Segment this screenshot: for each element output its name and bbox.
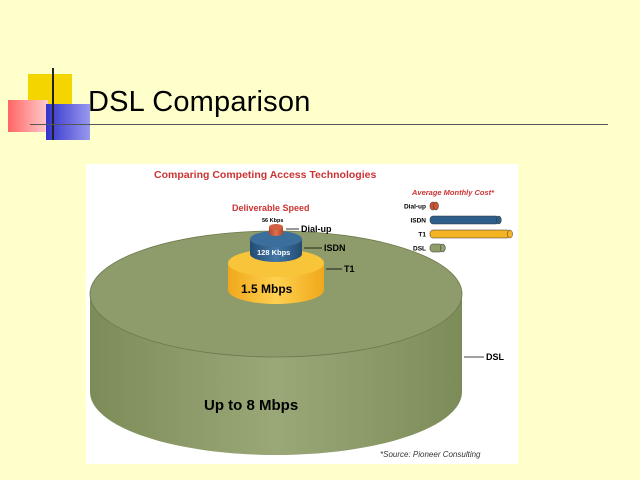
dsl-callout: DSL xyxy=(486,352,505,362)
slide-title: DSL Comparison xyxy=(88,86,311,118)
isdn-cylinder xyxy=(250,231,302,262)
isdn-speed-label: 128 Kbps xyxy=(257,248,290,257)
corner-square-red xyxy=(8,100,48,132)
comparison-diagram: Comparing Competing Access Technologies … xyxy=(89,169,513,459)
dialup-callout: Dial-up xyxy=(301,224,332,234)
cost-bar-label: ISDN xyxy=(410,218,426,225)
source-note: *Source: Pioneer Consulting xyxy=(380,450,481,459)
isdn-callout: ISDN xyxy=(324,243,346,253)
t1-callout: T1 xyxy=(344,264,355,274)
cost-bar-cap xyxy=(440,243,446,253)
cost-bar-label: T1 xyxy=(418,232,426,239)
cost-bar xyxy=(429,229,511,239)
cost-bar-cap xyxy=(496,215,502,225)
figure-title: Comparing Competing Access Technologies xyxy=(154,169,376,181)
corner-vertical-line xyxy=(52,68,54,140)
cost-bar-label: Dial-up xyxy=(404,204,426,211)
cost-heading: Average Monthly Cost* xyxy=(411,188,495,197)
cost-bar xyxy=(429,215,500,225)
cost-bar-cap xyxy=(507,229,513,239)
t1-speed-label: 1.5 Mbps xyxy=(241,282,293,296)
cost-bar-cap xyxy=(433,201,439,211)
speed-heading: Deliverable Speed xyxy=(232,203,310,213)
dsl-speed-label: Up to 8 Mbps xyxy=(204,397,298,414)
comparison-figure: Comparing Competing Access Technologies … xyxy=(86,164,518,464)
cost-bar-label: DSL xyxy=(413,246,426,253)
dialup-speed-label: 56 Kbps xyxy=(262,218,283,224)
dialup-cylinder xyxy=(269,224,283,236)
title-underline xyxy=(30,124,608,125)
